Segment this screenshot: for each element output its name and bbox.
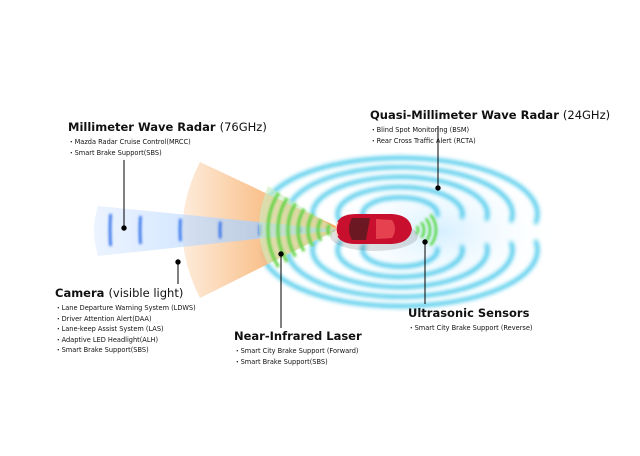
- label-title: Quasi-Millimeter Wave Radar (24GHz): [370, 108, 610, 123]
- nir-wave-arc: [296, 208, 306, 252]
- feature-item: Smart City Brake Support (Forward): [234, 346, 362, 357]
- label-title: Camera (visible light): [55, 286, 196, 301]
- ultrasonic-sensor-waves: [415, 213, 438, 247]
- feature-item: Smart City Brake Support (Reverse): [408, 323, 533, 334]
- nir-wave-arc: [286, 202, 297, 258]
- ultrasonic-wave-arc: [415, 225, 420, 235]
- leader-dot-mmw: [121, 225, 127, 231]
- car-top-view: [330, 214, 418, 251]
- nir-wave-arc: [326, 223, 331, 237]
- feature-item: Adaptive LED Headlight(ALH): [55, 335, 196, 346]
- feature-list: Smart City Brake Support (Forward) Smart…: [234, 346, 362, 367]
- leader-lines: [121, 126, 441, 328]
- feature-item: Lane-keep Assist System (LAS): [55, 324, 196, 335]
- label-title-suffix: (24GHz): [562, 108, 611, 122]
- quasi-wave-lower: [335, 239, 465, 279]
- leader-dot-quasi: [435, 185, 441, 191]
- quasi-wave-upper: [335, 185, 465, 225]
- quasi-wave-upper: [310, 175, 490, 228]
- ultrasonic-wave-arc: [424, 217, 432, 243]
- feature-item: Smart Brake Support(SBS): [68, 148, 267, 159]
- label-near-infrared-laser: Near-Infrared Laser Smart City Brake Sup…: [234, 329, 362, 367]
- quasi-wave-lower: [310, 236, 490, 289]
- label-title: Near-Infrared Laser: [234, 329, 362, 343]
- mmw-wave-band: [108, 213, 112, 247]
- label-quasi-millimeter-wave-radar: Quasi-Millimeter Wave Radar (24GHz) Blin…: [370, 108, 610, 146]
- feature-list: Smart City Brake Support (Reverse): [408, 323, 533, 334]
- feature-list: Blind Spot Monitoring (BSM) Rear Cross T…: [370, 125, 610, 146]
- feature-item: Mazda Radar Cruise Control(MRCC): [68, 137, 267, 148]
- feature-list: Mazda Radar Cruise Control(MRCC) Smart B…: [68, 137, 267, 158]
- label-title-text: Millimeter Wave Radar: [68, 120, 216, 134]
- label-ultrasonic-sensors: Ultrasonic Sensors Smart City Brake Supp…: [408, 306, 532, 334]
- leader-dot-camera: [175, 259, 181, 265]
- feature-list: Lane Departure Warning System (LDWS) Dri…: [55, 303, 196, 356]
- label-title: Millimeter Wave Radar (76GHz): [68, 120, 267, 135]
- nir-wave-arc: [266, 192, 280, 268]
- quasi-wave-lower: [285, 232, 515, 299]
- leader-dot-ultrasonic: [422, 239, 428, 245]
- feature-item: Lane Departure Warning System (LDWS): [55, 303, 196, 314]
- feature-item: Smart Brake Support(SBS): [55, 345, 196, 356]
- label-title-text: Quasi-Millimeter Wave Radar: [370, 108, 559, 122]
- nir-wave-arc: [306, 213, 314, 247]
- quasi-wave-upper: [360, 195, 440, 221]
- ultrasonic-wave-arc: [429, 213, 438, 247]
- feature-item: Rear Cross Traffic Alert (RCTA): [370, 136, 610, 147]
- label-camera: Camera (visible light) Lane Departure Wa…: [55, 286, 196, 356]
- near-infrared-laser-cone: [259, 186, 338, 268]
- feature-item: Smart Brake Support(SBS): [234, 357, 362, 368]
- quasi-radar-glow: [320, 160, 560, 304]
- nir-wave-arc: [276, 197, 289, 263]
- label-title-text: Camera: [55, 286, 105, 300]
- feature-item: Driver Attention Alert(DAA): [55, 314, 196, 325]
- leader-dot-nir: [278, 251, 284, 257]
- ultrasonic-wave-arc: [420, 221, 426, 239]
- label-title-suffix: (76GHz): [219, 120, 267, 134]
- nir-wave-arc: [316, 218, 323, 242]
- quasi-wave-lower: [360, 243, 440, 269]
- label-title-suffix: (visible light): [108, 286, 184, 300]
- label-title: Ultrasonic Sensors: [408, 306, 530, 320]
- feature-item: Blind Spot Monitoring (BSM): [370, 125, 610, 136]
- label-millimeter-wave-radar: Millimeter Wave Radar (76GHz) Mazda Rada…: [68, 120, 267, 158]
